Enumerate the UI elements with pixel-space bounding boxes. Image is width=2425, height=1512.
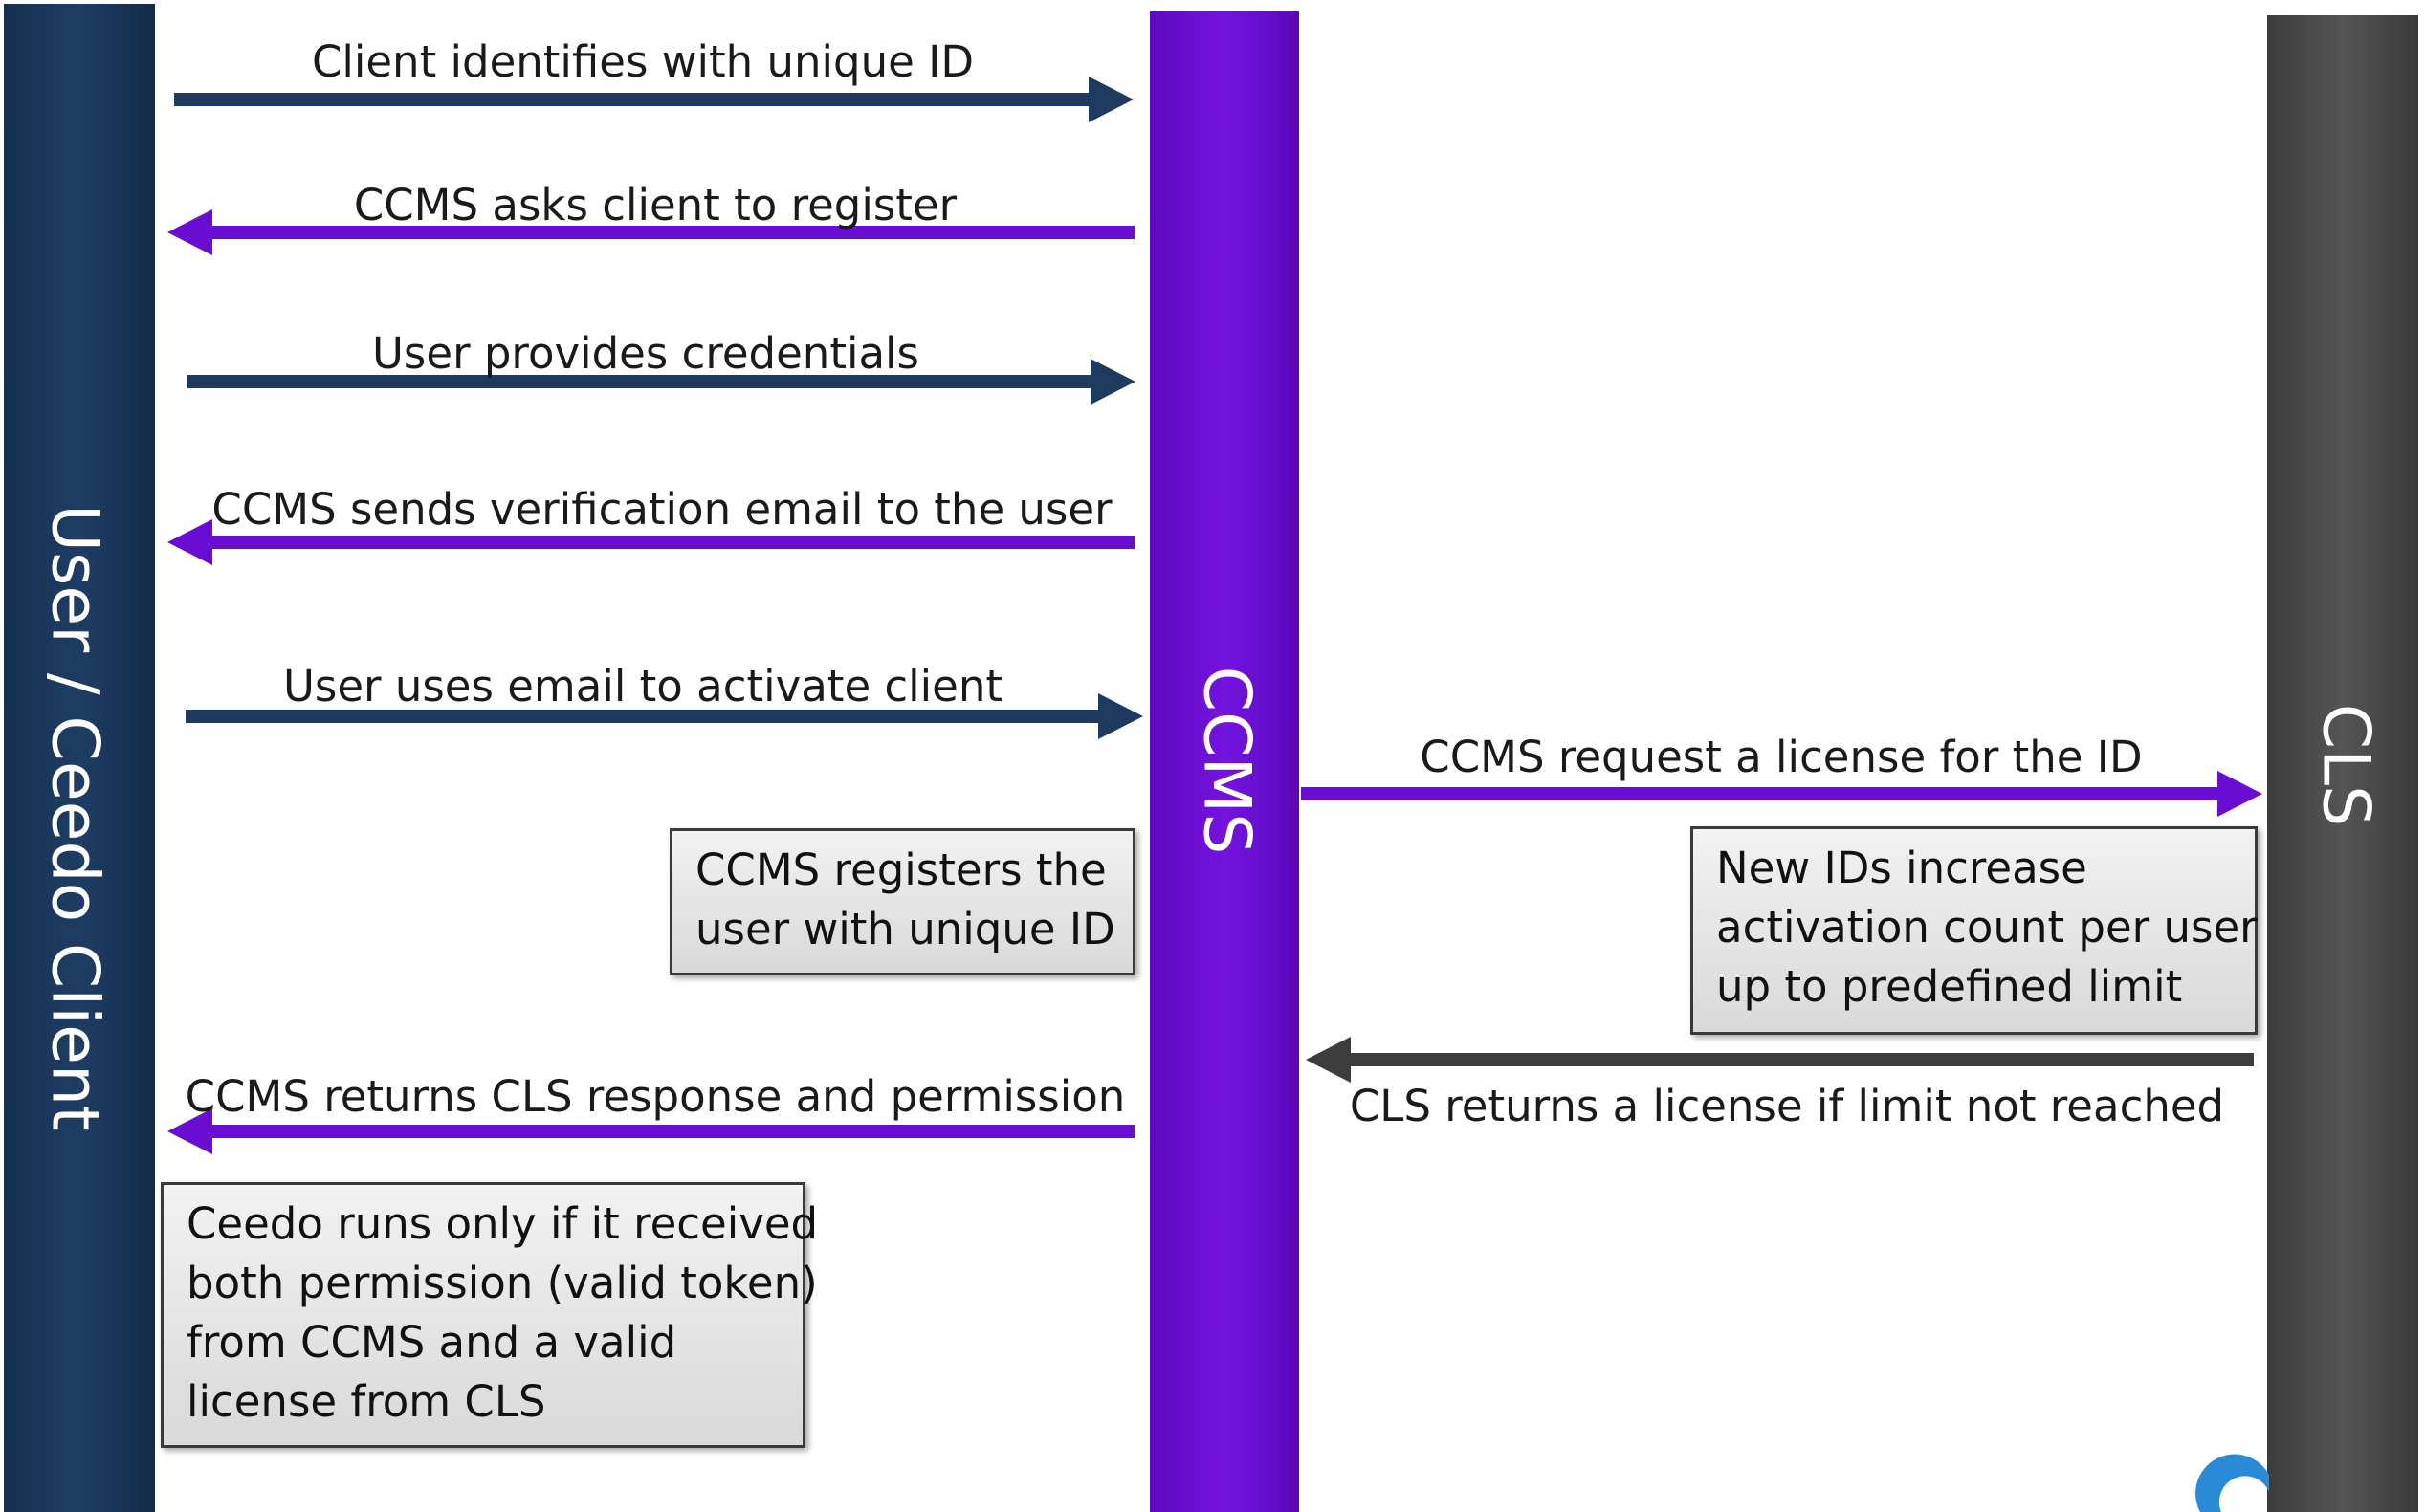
- arrow-left-4: [167, 519, 1135, 565]
- note-line: both permission (valid token): [187, 1258, 818, 1308]
- message-3-label: User provides credentials: [372, 328, 919, 379]
- message-6-label: CCMS request a license for the ID: [1420, 732, 2142, 782]
- message-8-label: CCMS returns CLS response and permission: [186, 1071, 1126, 1122]
- message-2-label: CCMS asks client to register: [354, 180, 958, 230]
- message-8: CCMS returns CLS response and permission: [167, 1071, 1135, 1154]
- note-line: user with unique ID: [695, 904, 1115, 954]
- lifeline-client: User / Ceedo Client: [4, 4, 155, 1512]
- note-line: New IDs increase: [1716, 843, 2087, 893]
- arrow-left-7: [1306, 1037, 2254, 1083]
- lifeline-client-bar: [4, 4, 155, 1512]
- message-4-label: CCMS sends verification email to the use…: [211, 484, 1113, 535]
- lifeline-ccms: CCMS: [1150, 11, 1299, 1512]
- note-line: Ceedo runs only if it received: [187, 1198, 819, 1249]
- message-5-label: User uses email to activate client: [283, 661, 1003, 712]
- message-7-label: CLS returns a license if limit not reach…: [1350, 1081, 2224, 1131]
- note-line: from CCMS and a valid: [187, 1317, 677, 1368]
- message-5: User uses email to activate client: [186, 661, 1143, 739]
- message-2: CCMS asks client to register: [167, 180, 1135, 255]
- arrow-left-8: [167, 1108, 1135, 1154]
- arrow-left-2: [167, 209, 1135, 255]
- note-ceedo-runs: Ceedo runs only if it received both perm…: [161, 1182, 819, 1448]
- lifeline-cls: CLS: [2267, 15, 2418, 1512]
- arrow-right-3: [187, 359, 1135, 405]
- lifeline-cls-bar: [2267, 15, 2418, 1512]
- note-line: activation count per user: [1716, 902, 2258, 953]
- note-cls-limit: New IDs increase activation count per us…: [1690, 826, 2258, 1035]
- message-3: User provides credentials: [187, 328, 1135, 405]
- note-line: CCMS registers the: [695, 844, 1107, 895]
- message-1: Client identifies with unique ID: [174, 36, 1134, 122]
- arrow-right-1: [174, 77, 1134, 122]
- lifeline-client-label: User / Ceedo Client: [36, 504, 112, 1131]
- message-7: CLS returns a license if limit not reach…: [1306, 1037, 2254, 1131]
- note-ccms-registers: CCMS registers the user with unique ID: [670, 828, 1135, 975]
- message-4: CCMS sends verification email to the use…: [167, 484, 1135, 565]
- message-6: CCMS request a license for the ID: [1301, 732, 2262, 817]
- note-line: license from CLS: [187, 1376, 546, 1427]
- lifeline-ccms-label: CCMS: [1188, 667, 1264, 855]
- message-1-label: Client identifies with unique ID: [312, 36, 974, 87]
- lifeline-ccms-bar: [1150, 11, 1299, 1512]
- lifeline-cls-label: CLS: [2307, 704, 2383, 827]
- note-line: up to predefined limit: [1716, 961, 2183, 1012]
- corner-logo-icon: [2195, 1454, 2269, 1512]
- arrow-right-6: [1301, 771, 2262, 817]
- arrow-right-5: [186, 693, 1143, 739]
